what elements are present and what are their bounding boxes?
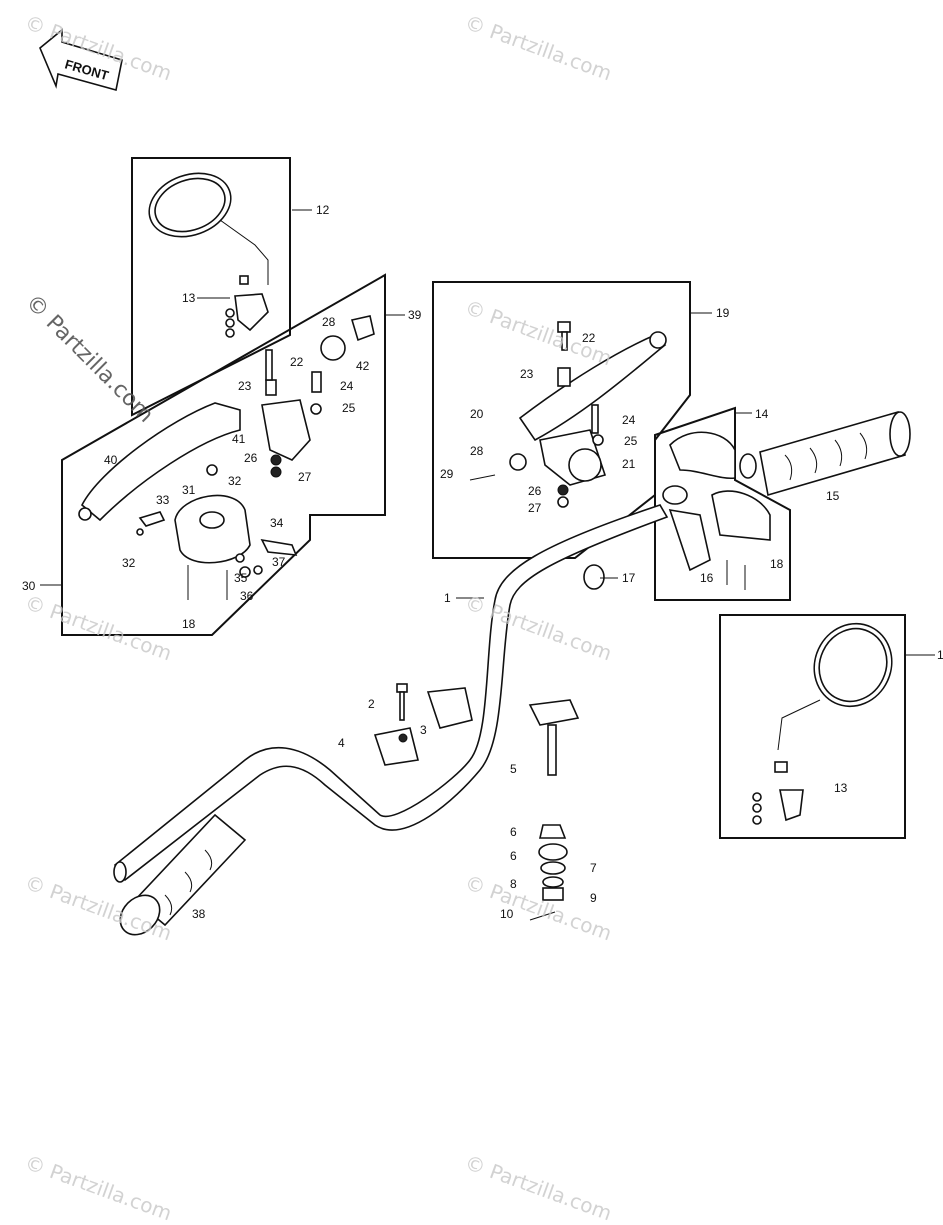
frame-mirror-right	[719, 614, 906, 839]
callout-18a: 18	[182, 617, 196, 631]
callout-9: 9	[590, 891, 597, 905]
callout-12: 12	[316, 203, 330, 217]
callout-25a: 25	[624, 434, 638, 448]
callout-14: 14	[755, 407, 769, 421]
callout-32a: 32	[228, 474, 242, 488]
callout-39: 39	[408, 308, 422, 322]
callout-22a: 22	[582, 331, 596, 345]
callout-35: 35	[234, 571, 248, 585]
callout-37: 37	[272, 555, 286, 569]
callout-29: 29	[440, 467, 454, 481]
callout-38: 38	[192, 907, 206, 921]
callout-labels: 1 2 4 3 5 6 6 7 8 9 10 12 13 13 14 15 16…	[22, 203, 943, 921]
frame-mirror-left	[131, 157, 291, 417]
callout-20: 20	[470, 407, 484, 421]
callout-19: 19	[716, 306, 730, 320]
callout-27a: 27	[528, 501, 542, 515]
grip-left	[119, 813, 247, 936]
callout-42: 42	[356, 359, 370, 373]
frame-throttle	[654, 406, 791, 601]
callout-27b: 27	[298, 470, 312, 484]
callout-26b: 26	[244, 451, 258, 465]
callout-28b: 28	[322, 315, 336, 329]
callout-1: 1	[444, 591, 451, 605]
callout-28a: 28	[470, 444, 484, 458]
callout-6a: 6	[510, 825, 517, 839]
callout-3: 3	[420, 723, 427, 737]
callout-15: 15	[826, 489, 840, 503]
callout-6b: 6	[510, 849, 517, 863]
callout-10: 10	[500, 907, 514, 921]
callout-5: 5	[510, 762, 517, 776]
callout-30: 30	[22, 579, 36, 593]
callout-33: 33	[156, 493, 170, 507]
callout-4: 4	[338, 736, 345, 750]
callout-32b: 32	[122, 556, 136, 570]
callout-24b: 24	[340, 379, 354, 393]
callout-2: 2	[368, 697, 375, 711]
callout-40: 40	[104, 453, 118, 467]
callout-23b: 23	[238, 379, 252, 393]
callout-36: 36	[240, 589, 254, 603]
front-arrow: FRONT	[39, 28, 123, 91]
handlebar	[113, 504, 669, 883]
callout-17: 17	[622, 571, 636, 585]
callout-23a: 23	[520, 367, 534, 381]
callout-22b: 22	[290, 355, 304, 369]
callout-18b: 18	[770, 557, 784, 571]
callout-1b: 1	[937, 648, 943, 662]
frame-right-lever	[432, 281, 691, 559]
parts-diagram: FRONT	[20, 10, 943, 1225]
callout-24a: 24	[622, 413, 636, 427]
callout-13a: 13	[182, 291, 196, 305]
callout-25b: 25	[342, 401, 356, 415]
callout-8: 8	[510, 877, 517, 891]
handlebar-clamps	[373, 564, 605, 921]
callout-31: 31	[182, 483, 196, 497]
callout-7: 7	[590, 861, 597, 875]
grip-right	[739, 410, 911, 497]
callout-26a: 26	[528, 484, 542, 498]
leader-lines	[40, 209, 935, 656]
callout-13b: 13	[834, 781, 848, 795]
callout-41: 41	[232, 432, 246, 446]
callout-34: 34	[270, 516, 284, 530]
callout-21: 21	[622, 457, 636, 471]
callout-16: 16	[700, 571, 714, 585]
